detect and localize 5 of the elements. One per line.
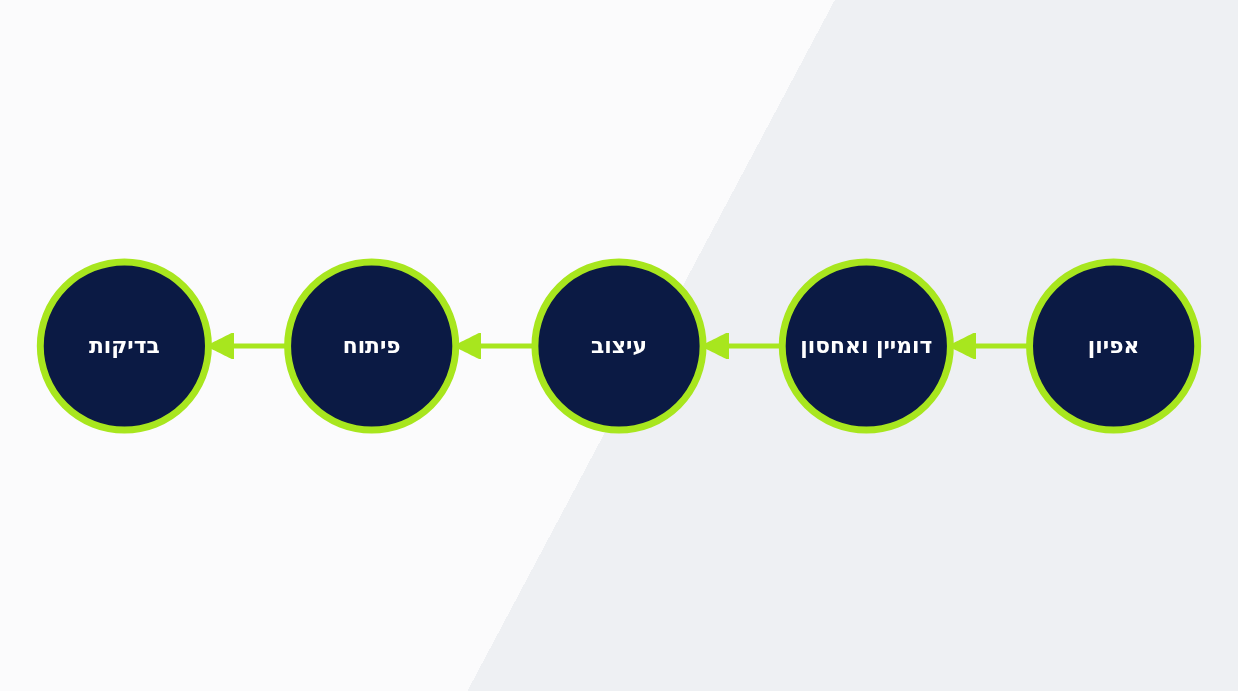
node-circle: אפיון	[1026, 257, 1202, 434]
node-circle: בדיקות	[36, 257, 212, 434]
node-circle: דומיין ואחסון	[778, 257, 954, 434]
node-circle: עיצוב	[531, 257, 707, 434]
node-circle: פיתוח	[284, 257, 460, 434]
